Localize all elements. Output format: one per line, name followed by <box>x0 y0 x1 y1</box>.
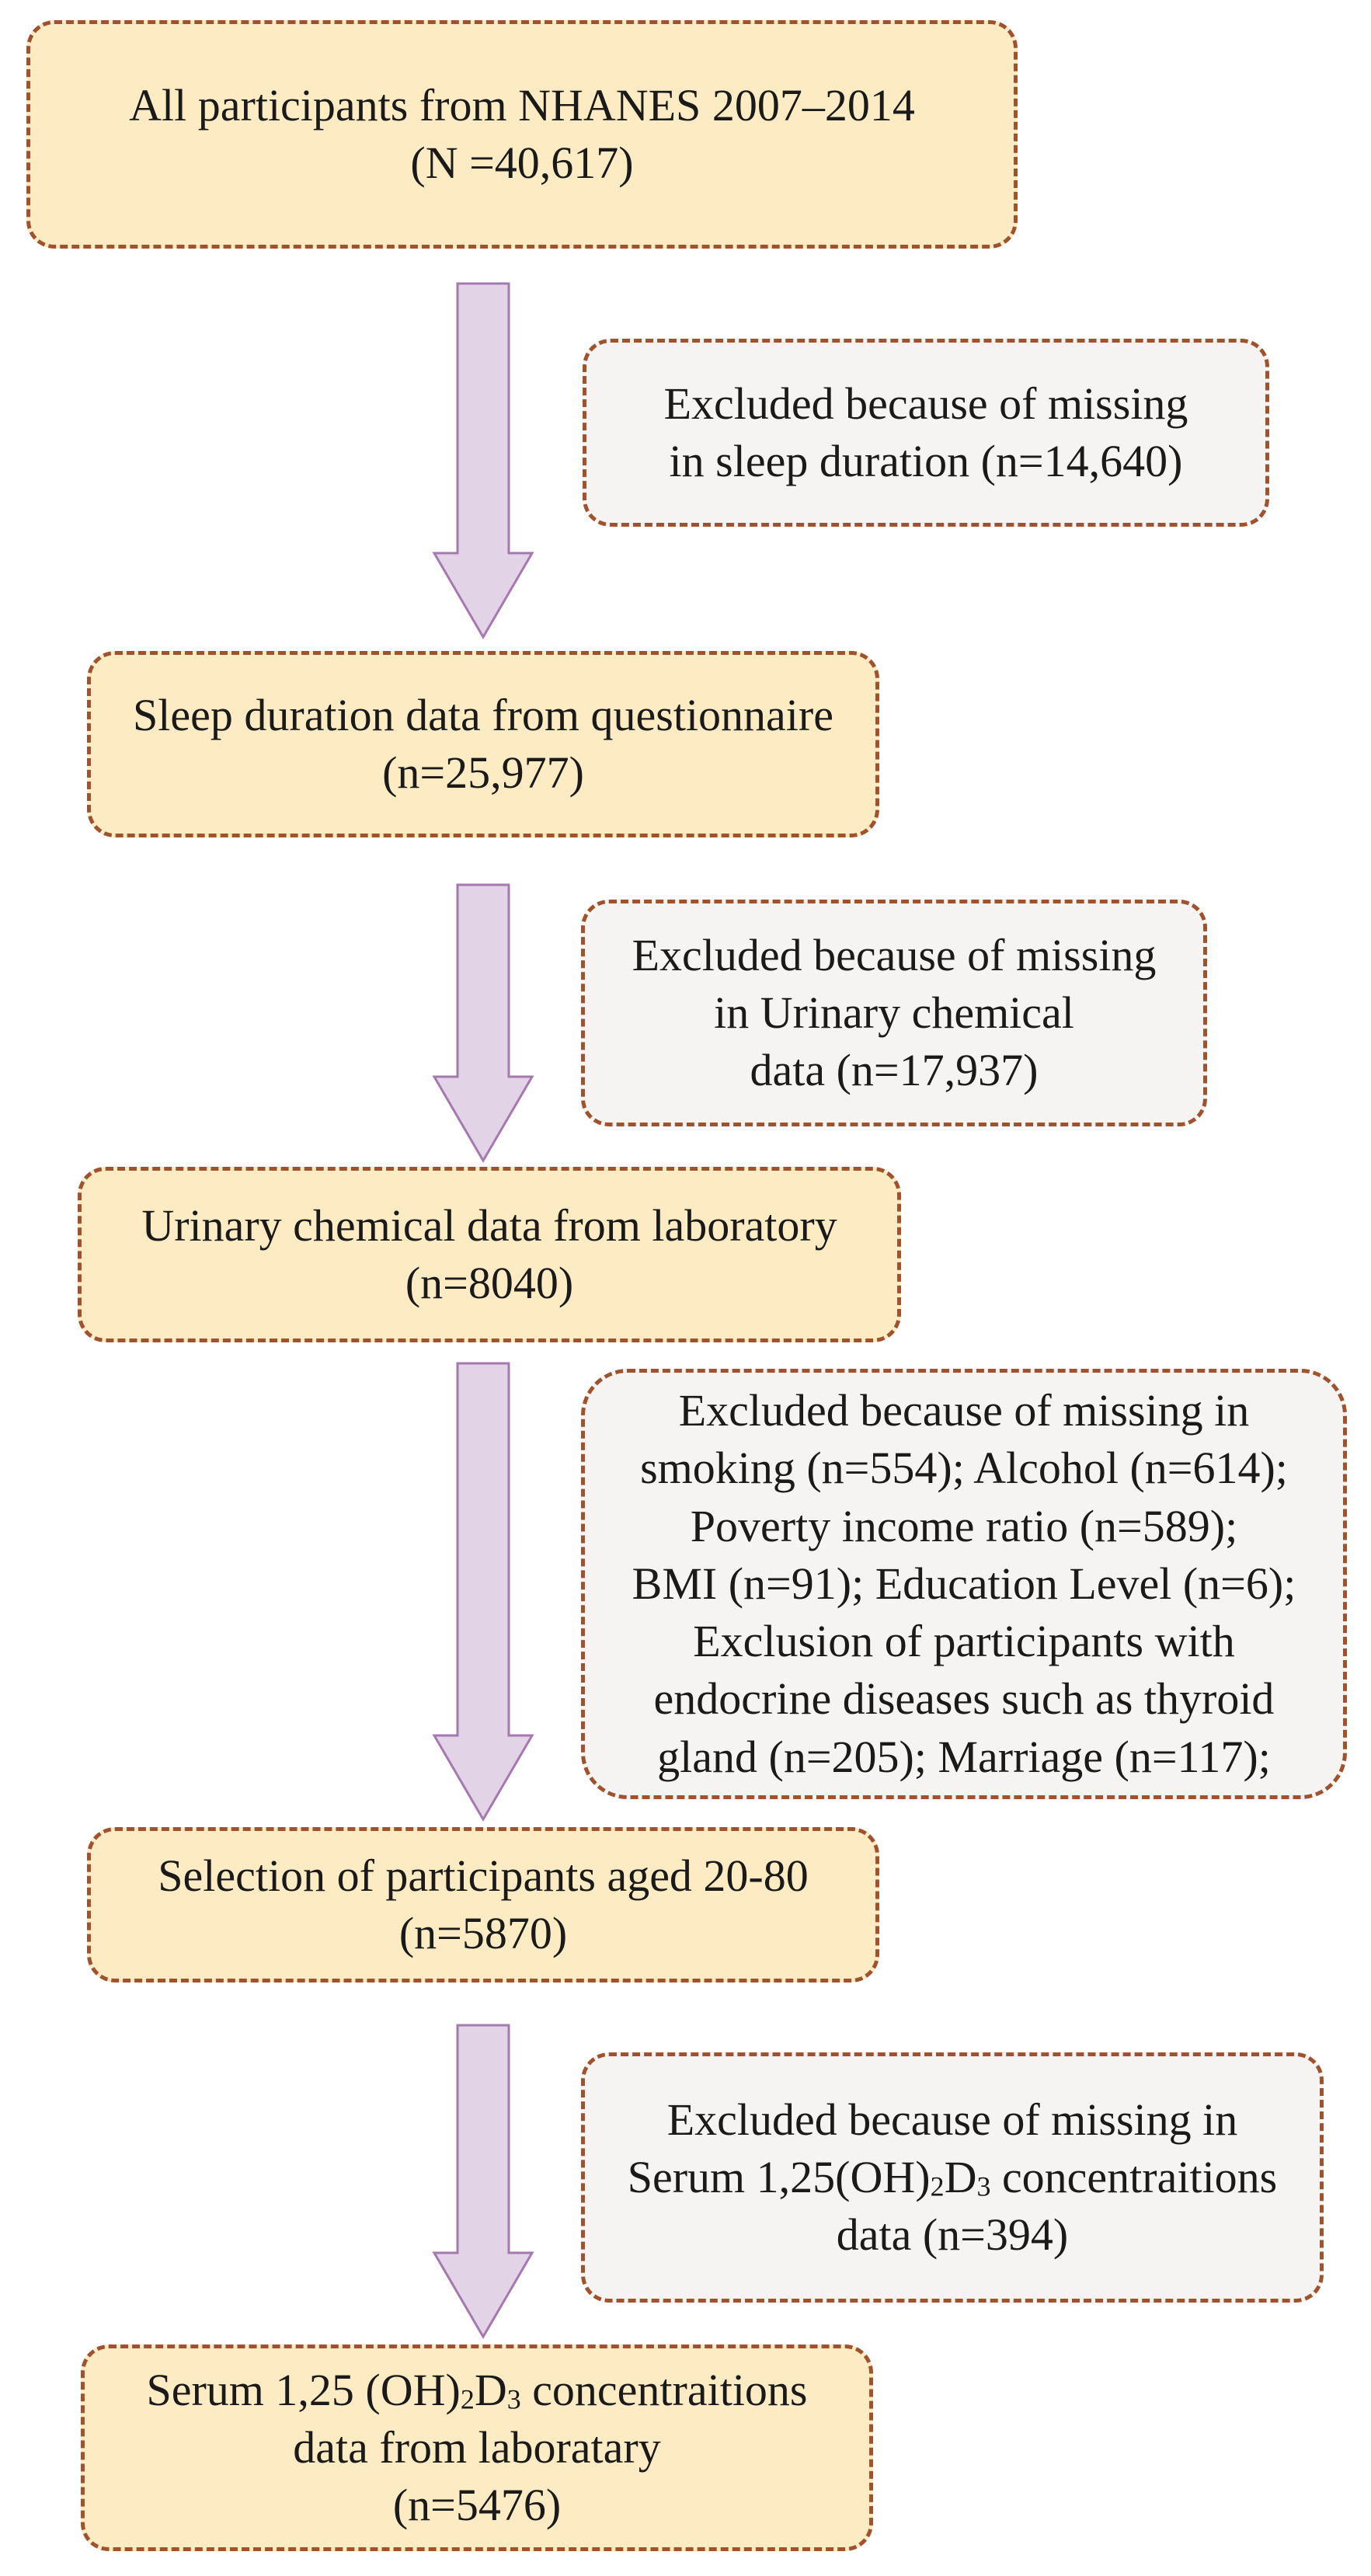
formula-sub-3: 3 <box>506 2383 521 2414</box>
box-age-selection-line-2: (n=5870) <box>398 1908 568 1958</box>
formula-pre: Serum 1,25(OH) <box>627 2151 931 2202</box>
box-all-participants-line-1: All participants from NHANES 2007–2014 <box>129 79 915 131</box>
formula-pre: Serum 1,25 (OH) <box>146 2364 461 2415</box>
excl-covariates-line-7: gland (n=205); Marriage (n=117); <box>657 1731 1271 1782</box>
excl-covariates-line-3: Poverty income ratio (n=589); <box>690 1500 1238 1551</box>
formula-mid: D <box>474 2364 507 2415</box>
box-urinary-chemical-line-1: Urinary chemical data from laboratory <box>141 1199 837 1251</box>
excl-covariates-line-1: Excluded because of missing in <box>678 1385 1250 1436</box>
box-urinary-chemical-line-2: (n=8040) <box>405 1258 574 1308</box>
excl-serum: Excluded because of missing in Serum 1,2… <box>581 2052 1324 2303</box>
excl-urinary-line-3: data (n=17,937) <box>750 1045 1039 1096</box>
excl-sleep: Excluded because of missing in sleep dur… <box>583 339 1269 527</box>
box-sleep-duration-line-1: Sleep duration data from questionnaire <box>133 689 833 740</box>
box-serum-final-line-3: (n=5476) <box>392 2480 562 2531</box>
box-urinary-chemical: Urinary chemical data from laboratory (n… <box>78 1167 901 1342</box>
down-arrow-icon <box>432 1362 534 1822</box>
excl-covariates-line-2: smoking (n=554); Alcohol (n=614); <box>640 1443 1288 1494</box>
formula-mid: D <box>944 2151 977 2202</box>
box-serum-final-line-2: data from laboratary <box>293 2421 661 2473</box>
down-arrow-icon <box>432 2024 534 2339</box>
formula-sub-3: 3 <box>976 2170 991 2202</box>
formula-sub-2: 2 <box>460 2383 475 2414</box>
box-age-selection-line-1: Selection of participants aged 20-80 <box>158 1850 809 1901</box>
excl-urinary-line-2: in Urinary chemical <box>714 987 1074 1038</box>
excl-serum-line-3: data (n=394) <box>836 2209 1069 2261</box>
excl-sleep-line-1: Excluded because of missing <box>663 378 1188 429</box>
excl-covariates-line-6: endocrine diseases such as thyroid <box>653 1673 1275 1725</box>
excl-covariates-line-4: BMI (n=91); Education Level (n=6); <box>632 1558 1296 1609</box>
excl-sleep-line-2: in sleep duration (n=14,640) <box>669 436 1183 486</box>
down-arrow-icon <box>432 282 534 639</box>
excl-serum-formula-line: Serum 1,25(OH)2D3 concentraitions <box>628 2149 1278 2206</box>
excl-serum-line-1: Excluded because of missing in <box>666 2094 1238 2145</box>
box-age-selection: Selection of participants aged 20-80 (n=… <box>87 1827 879 1982</box>
formula-post: concentraitions <box>990 2151 1278 2202</box>
excl-covariates-line-5: Exclusion of participants with <box>693 1616 1235 1667</box>
excl-urinary: Excluded because of missing in Urinary c… <box>581 900 1207 1126</box>
formula-post: concentraitions <box>520 2364 808 2415</box>
excl-covariates: Excluded because of missing in smoking (… <box>581 1369 1347 1799</box>
excl-urinary-line-1: Excluded because of missing <box>632 929 1157 980</box>
box-serum-final-formula-line: Serum 1,25 (OH)2D3 concentraitions <box>146 2362 807 2419</box>
box-all-participants: All participants from NHANES 2007–2014 (… <box>26 20 1018 249</box>
formula-sub-2: 2 <box>930 2170 945 2202</box>
box-serum-final: Serum 1,25 (OH)2D3 concentraitions data … <box>81 2345 873 2551</box>
box-all-participants-line-2: (N =40,617) <box>410 138 634 188</box>
down-arrow-icon <box>432 883 534 1163</box>
box-sleep-duration: Sleep duration data from questionnaire (… <box>87 651 879 837</box>
box-sleep-duration-line-2: (n=25,977) <box>382 747 584 798</box>
